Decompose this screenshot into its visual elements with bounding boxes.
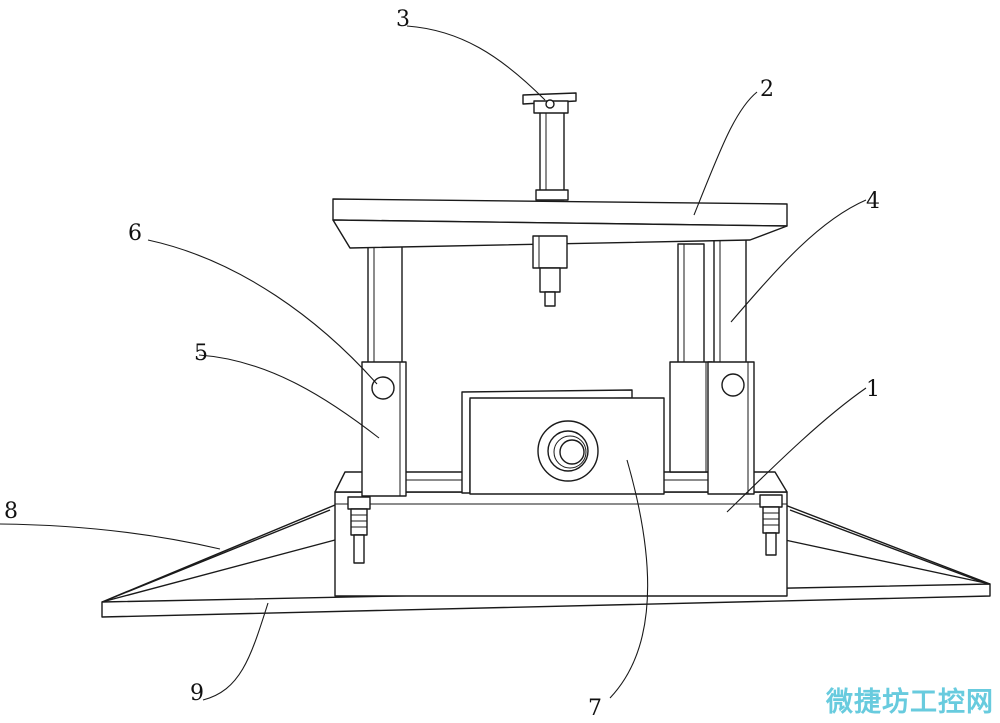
clamp-block — [461, 389, 665, 495]
leader-1 — [726, 387, 867, 513]
leader-7 — [609, 459, 649, 699]
leader-3 — [406, 25, 546, 101]
right-column — [669, 231, 755, 495]
punch-head — [532, 235, 568, 307]
leader-4 — [730, 199, 867, 323]
leader-8 — [0, 523, 221, 550]
leader-9 — [202, 602, 269, 701]
top-plate — [332, 198, 788, 249]
callout-6: 6 — [128, 221, 142, 246]
left-column — [361, 225, 407, 497]
callout-3: 3 — [396, 7, 410, 32]
callout-8: 8 — [4, 499, 18, 524]
callout-2: 2 — [760, 77, 774, 102]
support-wedges — [101, 504, 991, 603]
cylinder — [522, 92, 577, 201]
callout-9: 9 — [190, 681, 204, 706]
right-bolt — [759, 494, 783, 556]
callout-7: 7 — [588, 696, 602, 721]
leader-6 — [147, 239, 378, 385]
leader-lines — [0, 25, 867, 701]
callout-4: 4 — [866, 189, 880, 214]
watermark: 微捷坊工控网 — [826, 687, 994, 718]
left-bolt — [347, 496, 371, 564]
leader-5 — [198, 354, 380, 439]
leader-2 — [693, 91, 758, 216]
callout-5: 5 — [194, 341, 208, 366]
main-body — [334, 471, 788, 597]
callout-1: 1 — [866, 377, 880, 402]
